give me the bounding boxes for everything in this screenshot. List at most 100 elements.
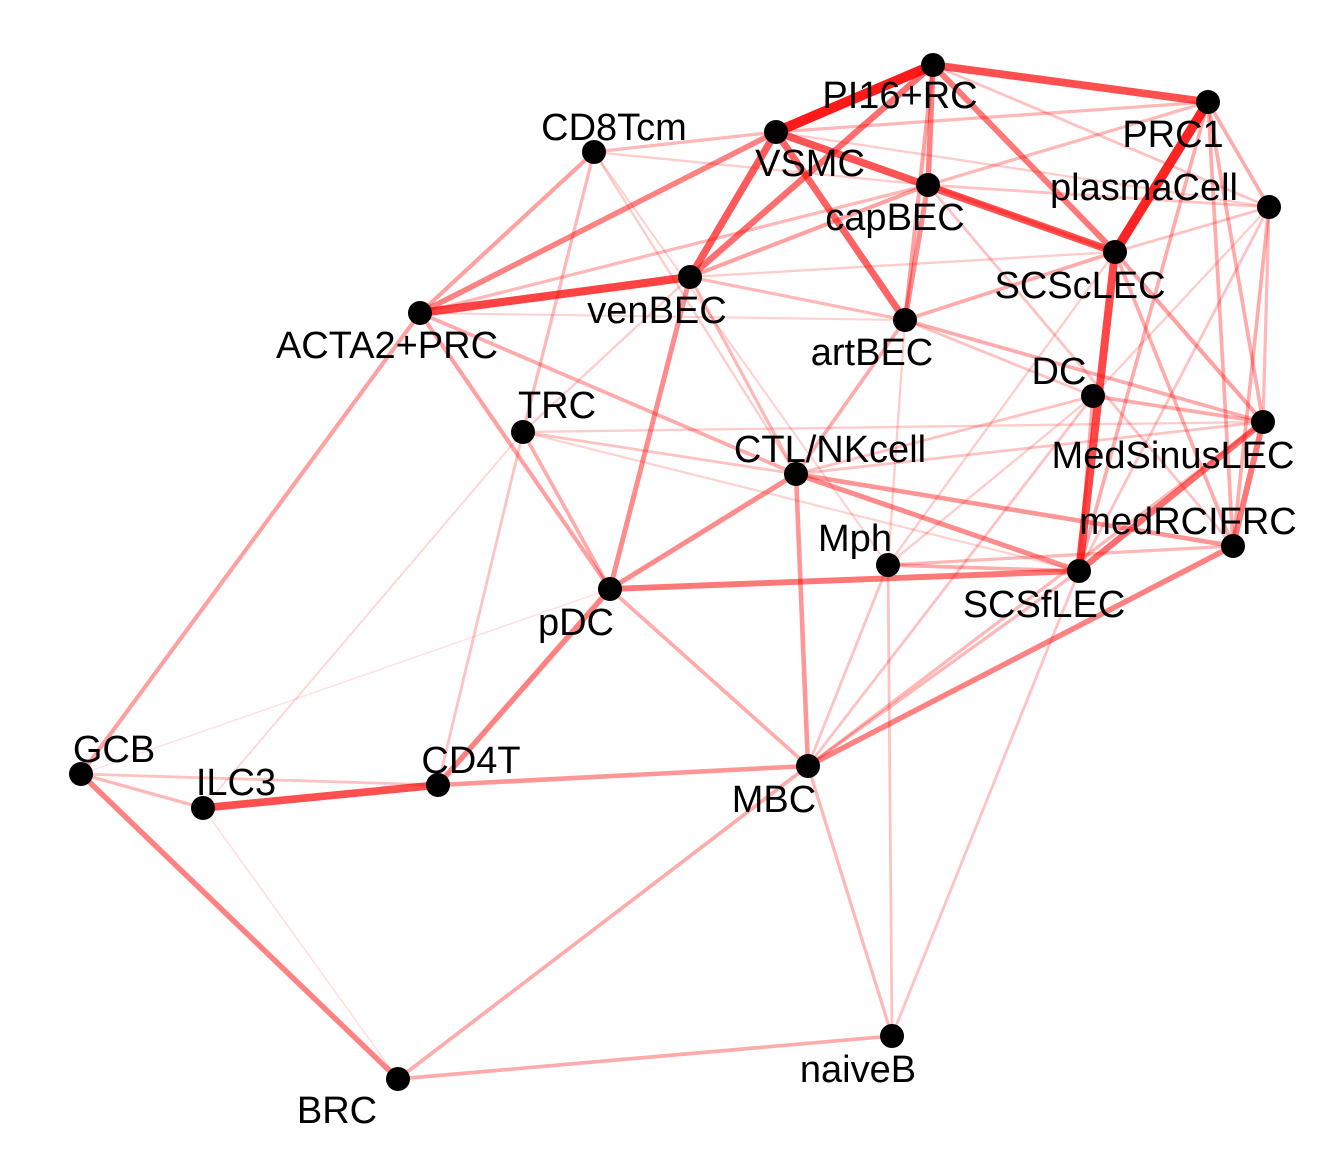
- node-dc[interactable]: [1081, 384, 1105, 408]
- edge-pdc-ctl-nkcell: [607, 471, 799, 592]
- node-label-pdc: pDC: [538, 602, 614, 644]
- node-label-acta2-prc: ACTA2+PRC: [276, 325, 498, 367]
- node-pi16-rc[interactable]: [921, 53, 945, 77]
- edge-artbec-medsinuslec: [903, 318, 1265, 424]
- node-label-medsinuslec: MedSinusLEC: [1052, 435, 1295, 477]
- node-brc[interactable]: [386, 1067, 410, 1091]
- edge-trc-pdc: [521, 430, 612, 591]
- node-cd4t[interactable]: [426, 773, 450, 797]
- edge-ctl-nkcell-dc: [794, 394, 1095, 476]
- edge-venbec-scsclec: [688, 250, 1117, 279]
- edge-gcb-ilc3: [79, 772, 205, 810]
- edge-dc-medsinuslec: [1091, 394, 1265, 424]
- node-scsclec[interactable]: [1103, 240, 1127, 264]
- node-label-cd8tcm: CD8Tcm: [541, 107, 687, 149]
- edge-scsflec-medsinuslec: [1075, 418, 1267, 575]
- node-medrcifrc[interactable]: [1221, 534, 1245, 558]
- node-label-naiveb: naiveB: [800, 1049, 916, 1091]
- edge-scsclec-scsflec: [1074, 247, 1120, 576]
- node-label-scsclec: SCScLEC: [994, 265, 1165, 307]
- edge-mph-dc: [886, 394, 1095, 567]
- node-pdc[interactable]: [598, 577, 622, 601]
- node-layer: [69, 53, 1281, 1091]
- node-label-scsflec: SCSfLEC: [963, 584, 1126, 626]
- node-capbec[interactable]: [916, 173, 940, 197]
- edge-artbec-dc: [903, 318, 1095, 398]
- edge-acta2-prc-ctl-nkcell: [418, 311, 798, 476]
- edge-prc1-scsclec: [1110, 97, 1213, 257]
- node-label-plasmacell: plasmaCell: [1050, 167, 1238, 209]
- edge-dc-mbc: [806, 394, 1095, 768]
- edge-pi16-rc-plasmacell: [931, 63, 1271, 209]
- edge-cd8tcm-acta2-prc: [417, 149, 597, 316]
- node-prc1[interactable]: [1196, 90, 1220, 114]
- node-label-ctl-nkcell: CTL/NKcell: [734, 429, 926, 471]
- node-mph[interactable]: [876, 553, 900, 577]
- edge-trc-ctl-nkcell: [521, 430, 798, 476]
- edge-mbc-medrcifrc: [805, 543, 1236, 769]
- edge-medsinuslec-medrcifrc: [1230, 419, 1266, 549]
- label-layer: PI16+RCPRC1VSMCCD8TcmcapBECplasmaCellSCS…: [73, 75, 1297, 1132]
- node-label-trc: TRC: [518, 385, 596, 427]
- node-label-artbec: artBEC: [811, 332, 933, 374]
- edge-artbec-scsclec: [903, 250, 1117, 322]
- edge-prc1-plasmacell: [1206, 100, 1271, 209]
- node-naiveb[interactable]: [880, 1024, 904, 1048]
- edge-trc-ilc3: [202, 431, 524, 809]
- edge-cd8tcm-capbec: [592, 150, 930, 187]
- edge-vsmc-scsclec: [772, 128, 1119, 256]
- edge-gcb-cd4t: [79, 772, 440, 787]
- edge-scsflec-mbc: [806, 569, 1081, 768]
- edge-ilc3-brc: [202, 807, 399, 1080]
- node-plasmacell[interactable]: [1257, 195, 1281, 219]
- edge-cd8tcm-mph: [592, 150, 890, 567]
- node-label-ilc3: ILC3: [196, 762, 276, 804]
- edge-ctl-nkcell-mbc: [793, 471, 811, 769]
- edge-mbc-naiveb: [806, 764, 894, 1038]
- node-ilc3[interactable]: [191, 796, 215, 820]
- edge-prc1-medrcifrc: [1206, 100, 1235, 548]
- node-artbec[interactable]: [893, 308, 917, 332]
- edge-plasmacell-scsclec: [1113, 205, 1271, 254]
- edge-ctl-nkcell-medrcifrc: [793, 471, 1236, 549]
- node-label-mbc: MBC: [732, 779, 816, 821]
- edge-naiveb-scsflec: [890, 569, 1081, 1038]
- node-venbec[interactable]: [678, 265, 702, 289]
- edge-cd8tcm-vsmc: [592, 130, 778, 154]
- edge-trc-scsflec: [521, 430, 1081, 573]
- edge-capbec-prc1: [926, 100, 1210, 187]
- edge-layer: [78, 60, 1271, 1082]
- edge-cd8tcm-ctl-nkcell: [592, 150, 798, 476]
- node-label-venbec: venBEC: [587, 290, 726, 332]
- edge-trc-venbec: [521, 275, 692, 434]
- node-label-prc1: PRC1: [1122, 114, 1223, 156]
- node-gcb[interactable]: [69, 762, 93, 786]
- node-label-cd4t: CD4T: [421, 740, 520, 782]
- node-label-brc: BRC: [297, 1090, 377, 1132]
- node-cd8tcm[interactable]: [582, 140, 606, 164]
- node-trc[interactable]: [511, 420, 535, 444]
- edge-pi16-rc-prc1: [929, 61, 1212, 106]
- edge-mph-mbc: [806, 563, 890, 768]
- node-medsinuslec[interactable]: [1251, 410, 1275, 434]
- node-ctl-nkcell[interactable]: [784, 462, 808, 486]
- edge-mph-naiveb: [886, 563, 894, 1038]
- edge-venbec-artbec: [688, 275, 907, 322]
- edge-venbec-ctl-nkcell: [688, 275, 798, 476]
- edge-vsmc-venbec: [686, 128, 780, 281]
- edge-trc-medsinuslec: [521, 420, 1265, 434]
- edge-vsmc-artbec: [772, 128, 909, 324]
- node-scsflec[interactable]: [1067, 559, 1091, 583]
- edge-plasmacell-medsinuslec: [1261, 205, 1271, 424]
- node-mbc[interactable]: [796, 754, 820, 778]
- edge-artbec-mph: [886, 318, 907, 567]
- node-vsmc[interactable]: [764, 120, 788, 144]
- edge-plasmacell-scsflec: [1077, 205, 1271, 573]
- node-label-mph: Mph: [818, 518, 892, 560]
- edge-ctl-nkcell-medsinuslec: [794, 420, 1265, 476]
- edge-plasmacell-medrcifrc: [1231, 205, 1271, 548]
- edge-pi16-rc-scsclec: [930, 62, 1118, 255]
- edge-mph-medrcifrc: [886, 544, 1235, 567]
- node-acta2-prc[interactable]: [408, 301, 432, 325]
- edge-ilc3-cd4t: [199, 781, 442, 812]
